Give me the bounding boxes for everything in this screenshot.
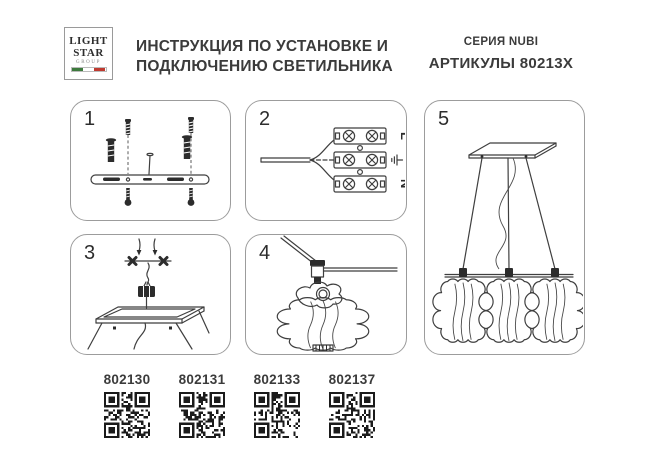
qr-code — [179, 392, 225, 438]
screw-bottom-right — [187, 188, 195, 206]
lightstar-logo: LIGHT STAR GROUP — [64, 27, 113, 80]
terminal-block-diagram: L N — [260, 127, 405, 193]
terminal-strip-earth — [333, 151, 387, 169]
article-code: 802137 — [328, 372, 376, 387]
step-number: 4 — [259, 242, 271, 264]
neutral-label: N — [398, 179, 405, 188]
qr-code — [329, 392, 375, 438]
step-number: 1 — [84, 108, 96, 130]
mounting-hardware-diagram — [90, 117, 210, 206]
shade-clamp-diagram — [276, 235, 398, 352]
screw-top-left — [125, 119, 131, 174]
articles-heading: АРТИКУЛЫ 80213X — [428, 55, 574, 72]
terminal-strip-neutral — [333, 175, 387, 193]
article-item: 802131 — [169, 372, 235, 438]
title-line-1: ИНСТРУКЦИЯ ПО УСТАНОВКЕ И — [136, 38, 389, 55]
assembled-luminaire-diagram — [432, 142, 583, 343]
article-code: 802133 — [253, 372, 301, 387]
screw-top-right — [188, 117, 194, 174]
screw-bottom-left — [124, 188, 132, 206]
terminal-strip-live — [333, 127, 387, 145]
article-code: 802131 — [178, 372, 226, 387]
step-number: 2 — [259, 108, 271, 130]
qr-code — [104, 392, 150, 438]
canopy-mounting-diagram — [87, 238, 210, 350]
logo-text-light: LIGHT — [69, 35, 108, 47]
page-title: ИНСТРУКЦИЯ ПО УСТАНОВКЕ И ПОДКЛЮЧЕНИЮ СВ… — [136, 37, 393, 77]
step-panel-4: 4 — [245, 234, 407, 355]
logo-flag-bar — [70, 67, 107, 72]
step-panel-5: 5 — [424, 100, 585, 355]
series-info: СЕРИЯ NUBI АРТИКУЛЫ 80213X — [428, 36, 574, 72]
qr-code — [254, 392, 300, 438]
step-panel-2: 2 — [245, 100, 407, 221]
earth-ground-icon — [391, 154, 404, 166]
step-panel-1: 1 — [70, 100, 231, 221]
step-number: 3 — [84, 242, 96, 264]
step-number: 5 — [438, 108, 450, 130]
step-panel-3: 3 — [70, 234, 231, 355]
article-list: 802130 802131 802133 802137 — [94, 372, 385, 438]
series-name: СЕРИЯ NUBI — [463, 36, 539, 48]
logo-text-group: GROUP — [76, 60, 101, 65]
article-item: 802137 — [319, 372, 385, 438]
article-code: 802130 — [103, 372, 151, 387]
live-label: L — [398, 132, 405, 140]
article-item: 802133 — [244, 372, 310, 438]
logo-text-star: STAR — [73, 46, 104, 59]
article-item: 802130 — [94, 372, 160, 438]
title-line-2: ПОДКЛЮЧЕНИЮ СВЕТИЛЬНИКА — [136, 58, 393, 75]
